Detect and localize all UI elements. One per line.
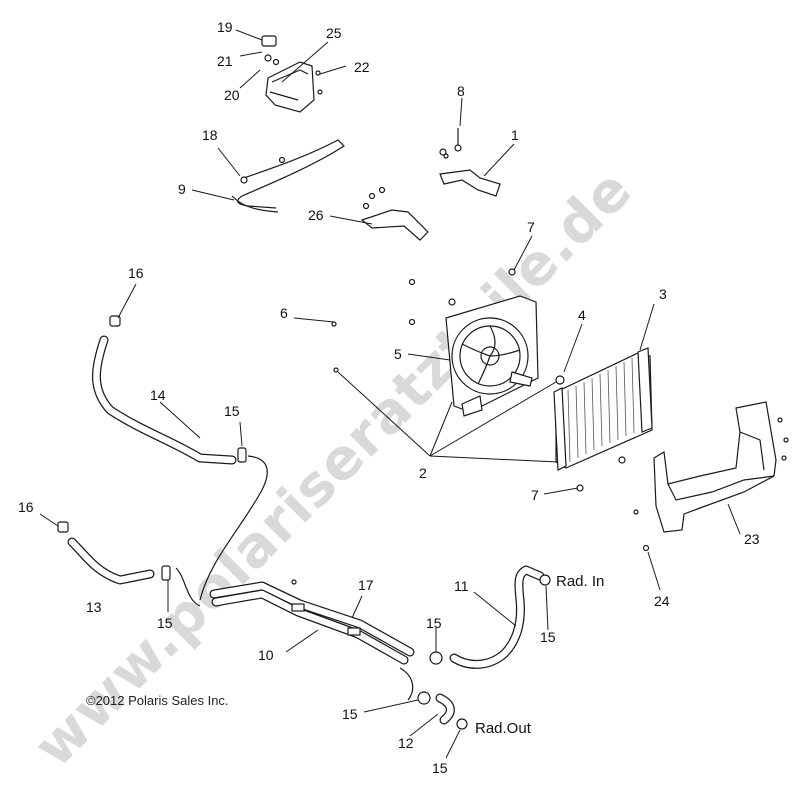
callout-20: 20	[224, 87, 240, 103]
callouts: 19 21 20 25 22 8 1 18 9 26 7 16 6 4 3 5 …	[18, 19, 760, 776]
callout-15a: 15	[224, 403, 240, 419]
coolant-reservoir	[261, 35, 323, 113]
bracket-1	[439, 128, 501, 197]
overflow-hose	[231, 139, 345, 213]
callout-7a: 7	[527, 219, 535, 235]
clamp-15e	[417, 691, 431, 705]
callout-15d: 15	[540, 629, 556, 645]
air-duct	[633, 401, 789, 552]
callout-9: 9	[178, 181, 186, 197]
callout-11: 11	[454, 578, 469, 594]
radiator-mount-4	[555, 375, 565, 385]
clamp-15f	[456, 718, 468, 730]
clamp-15b	[161, 565, 171, 581]
radiator	[553, 347, 653, 492]
clamp-15d	[539, 574, 551, 586]
callout-7b: 7	[531, 487, 539, 503]
tube-assembly-10	[175, 455, 415, 665]
callout-15b: 15	[157, 615, 173, 631]
hose-12	[399, 667, 468, 730]
callout-26: 26	[308, 207, 324, 223]
fan-assembly	[331, 268, 539, 417]
callout-15f: 15	[432, 760, 448, 776]
callout-15c: 15	[426, 615, 442, 631]
callout-22: 22	[354, 59, 370, 75]
callout-23: 23	[744, 531, 760, 547]
clamp-16a	[109, 315, 121, 327]
tube-clip-b	[347, 627, 361, 636]
callout-16a: 16	[128, 265, 144, 281]
clamp-15a	[237, 447, 247, 463]
callout-17: 17	[358, 577, 374, 593]
note-rad-in: Rad. In	[556, 573, 604, 590]
radiator-core	[567, 357, 635, 463]
note-rad-out: Rad.Out	[475, 720, 532, 737]
bracket-26	[360, 186, 429, 241]
reservoir-cap	[261, 35, 277, 47]
callout-12: 12	[398, 735, 414, 751]
callout-14: 14	[150, 387, 166, 403]
callout-19: 19	[217, 19, 233, 35]
hose-11	[429, 565, 551, 669]
clamp-15c	[429, 651, 443, 665]
clamp-16b	[57, 521, 69, 533]
callout-2: 2	[419, 465, 427, 481]
callout-10: 10	[258, 647, 274, 663]
tube-clip-a	[291, 603, 305, 612]
callout-15e: 15	[342, 706, 358, 722]
callout-16b: 16	[18, 499, 34, 515]
callout-1: 1	[511, 127, 519, 143]
hose-13	[57, 521, 171, 585]
callout-8: 8	[457, 83, 465, 99]
callout-21: 21	[217, 53, 233, 69]
leader-lines	[39, 29, 741, 759]
copyright-text: ©2012 Polaris Sales Inc.	[86, 693, 229, 708]
hose-14	[91, 315, 247, 465]
callout-3: 3	[659, 286, 667, 302]
callout-18: 18	[202, 127, 218, 143]
callout-24: 24	[654, 593, 670, 609]
callout-6: 6	[280, 305, 288, 321]
watermark-text: www.polariseratzteile.de	[22, 157, 645, 780]
callout-5: 5	[394, 346, 402, 362]
callout-4: 4	[578, 307, 586, 323]
callout-25: 25	[326, 25, 342, 41]
callout-13: 13	[86, 599, 102, 615]
